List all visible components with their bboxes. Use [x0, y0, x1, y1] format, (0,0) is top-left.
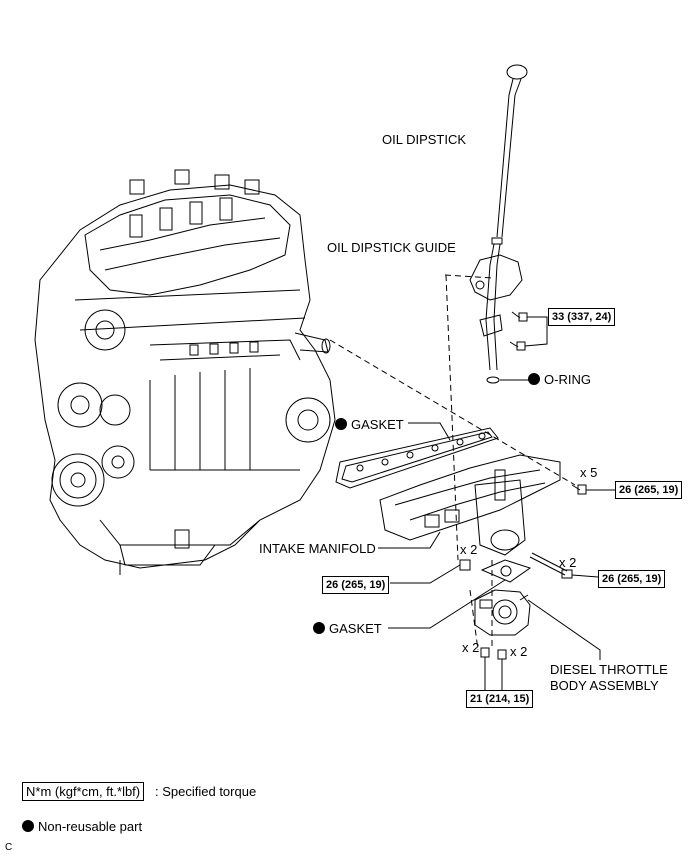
legend-nonreusable: Non-reusable part	[22, 819, 142, 834]
throttle-gasket	[480, 559, 532, 583]
guide-bolts	[509, 311, 528, 351]
torque-manifold-bolt: 26 (265, 19)	[615, 481, 683, 499]
non-reusable-icon	[528, 373, 540, 385]
torque-manifold-nut: 26 (265, 19)	[322, 576, 390, 594]
alignment-line-manifold	[329, 339, 576, 486]
legend-torque-unit: N*m (kgf*cm, ft.*lbf)	[22, 782, 145, 801]
throttle-body-label-line2: BODY ASSEMBLY	[550, 678, 659, 693]
gasket-upper-label: GASKET	[335, 417, 404, 432]
alignment-line-bolt-left	[469, 589, 479, 651]
stud-bolt-qty: x 2	[559, 555, 577, 570]
o-ring-text: O-RING	[544, 372, 591, 387]
alignment-line-guide	[444, 274, 494, 279]
diesel-throttle-body	[474, 589, 531, 636]
nut-qty: x 2	[460, 542, 478, 557]
alignment-line-guide-down	[445, 274, 459, 561]
legend-nonreusable-text: Non-reusable part	[38, 819, 143, 834]
intake-manifold	[379, 454, 561, 556]
manifold-nut	[459, 559, 471, 571]
torque-throttle-stud-bolt: 26 (265, 19)	[598, 570, 666, 588]
gasket-upper-text: GASKET	[351, 417, 404, 432]
throttle-bolt-qty-right: x 2	[510, 644, 528, 659]
non-reusable-icon	[313, 622, 325, 634]
non-reusable-icon	[22, 820, 34, 832]
oil-dipstick	[496, 64, 528, 238]
gasket-lower-label: GASKET	[313, 621, 382, 636]
manifold-bolt-qty: x 5	[580, 465, 598, 480]
throttle-body-label-line1: DIESEL THROTTLE	[550, 662, 668, 677]
intake-gasket	[335, 427, 499, 489]
non-reusable-icon	[335, 418, 347, 430]
throttle-bolt-qty-left: x 2	[462, 640, 480, 655]
engine-block	[34, 169, 336, 575]
oil-dipstick-guide	[469, 237, 523, 384]
o-ring-label: O-RING	[528, 372, 591, 387]
legend-torque-text: : Specified torque	[155, 784, 257, 799]
manifold-bolt	[571, 484, 587, 495]
throttle-bolts	[480, 647, 507, 672]
torque-dipstick-guide-bolt: 33 (337, 24)	[548, 308, 616, 326]
oil-dipstick-guide-label: OIL DIPSTICK GUIDE	[327, 240, 456, 255]
corner-mark: C	[5, 842, 13, 853]
torque-throttle-bolt: 21 (214, 15)	[466, 690, 534, 708]
stud-bolt	[529, 552, 573, 579]
gasket-lower-text: GASKET	[329, 621, 382, 636]
intake-manifold-label: INTAKE MANIFOLD	[259, 541, 376, 556]
oil-dipstick-label: OIL DIPSTICK	[382, 132, 467, 147]
